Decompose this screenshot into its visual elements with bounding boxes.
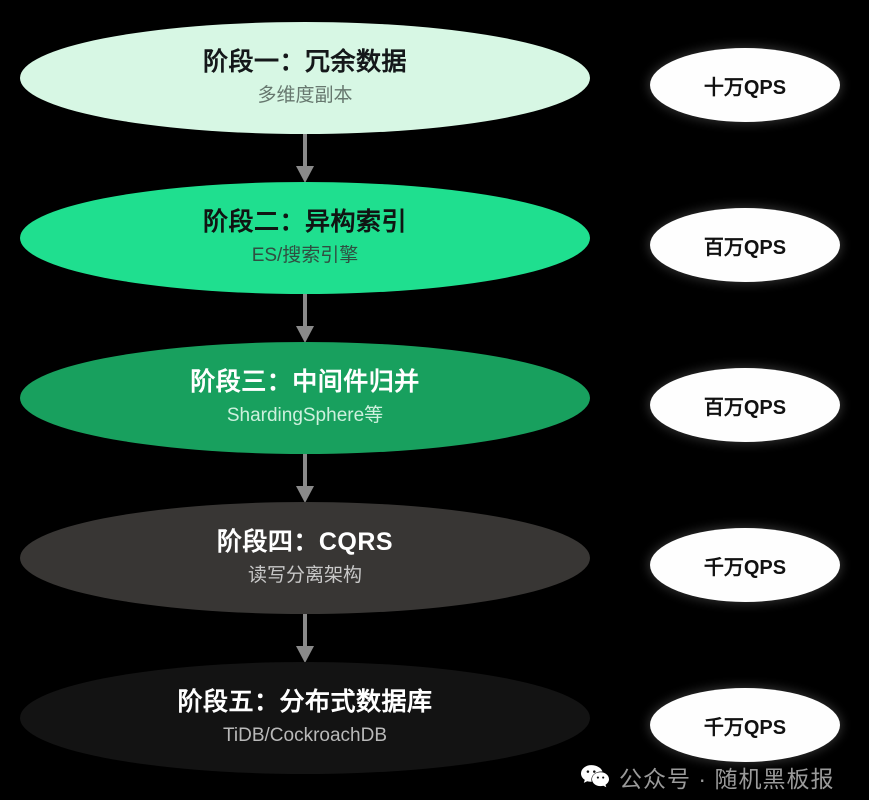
arrow-head xyxy=(296,646,314,663)
arrow-head xyxy=(296,166,314,183)
stage-subtitle-5: TiDB/CockroachDB xyxy=(222,724,387,746)
arrow-shaft xyxy=(303,454,307,490)
stage-ellipse-4[interactable]: 阶段四：CQRS 读写分离架构 xyxy=(20,502,590,614)
watermark-text: 公众号 · 随机黑板报 xyxy=(619,766,835,792)
stage-ellipse-1[interactable]: 阶段一：冗余数据 多维度副本 xyxy=(20,22,590,134)
qps-badge-3[interactable]: 百万QPS xyxy=(650,368,840,442)
stage-subtitle-2: ES/搜索引擎 xyxy=(251,244,359,266)
qps-badge-5[interactable]: 千万QPS xyxy=(650,688,840,762)
stage-ellipse-5[interactable]: 阶段五：分布式数据库 TiDB/CockroachDB xyxy=(20,662,590,774)
stage-subtitle-1: 多维度副本 xyxy=(257,84,353,106)
watermark: 公众号 · 随机黑板报 xyxy=(580,760,834,794)
stage-title-1: 阶段一：冗余数据 xyxy=(202,48,407,77)
arrow-down-icon xyxy=(295,294,315,344)
qps-badge-4[interactable]: 千万QPS xyxy=(650,528,840,602)
arrow-down-icon xyxy=(295,134,315,184)
qps-badge-label-4: 千万QPS xyxy=(703,556,787,579)
stage-title-4: 阶段四：CQRS xyxy=(216,528,394,557)
stage-title-5: 阶段五：分布式数据库 xyxy=(177,688,433,717)
arrow-head xyxy=(296,486,314,503)
qps-badge-label-5: 千万QPS xyxy=(703,716,787,739)
arrow-down-icon xyxy=(295,614,315,664)
arrow-head xyxy=(296,326,314,343)
arrow-shaft xyxy=(303,294,307,330)
qps-badge-label-1: 十万QPS xyxy=(703,76,787,99)
qps-badge-label-3: 百万QPS xyxy=(703,396,787,419)
wechat-icon xyxy=(580,764,610,790)
qps-badge-1[interactable]: 十万QPS xyxy=(650,48,840,122)
qps-badge-label-2: 百万QPS xyxy=(703,236,787,259)
stage-title-2: 阶段二：异构索引 xyxy=(202,208,407,237)
stage-ellipse-2[interactable]: 阶段二：异构索引 ES/搜索引擎 xyxy=(20,182,590,294)
arrow-shaft xyxy=(303,614,307,650)
stage-ellipse-3[interactable]: 阶段三：中间件归并 ShardingSphere等 xyxy=(20,342,590,454)
stage-subtitle-3: ShardingSphere等 xyxy=(226,404,384,426)
arrow-down-icon xyxy=(295,454,315,504)
qps-badge-2[interactable]: 百万QPS xyxy=(650,208,840,282)
arrow-shaft xyxy=(303,134,307,170)
stage-title-3: 阶段三：中间件归并 xyxy=(190,368,420,397)
stage-subtitle-4: 读写分离架构 xyxy=(247,564,362,586)
